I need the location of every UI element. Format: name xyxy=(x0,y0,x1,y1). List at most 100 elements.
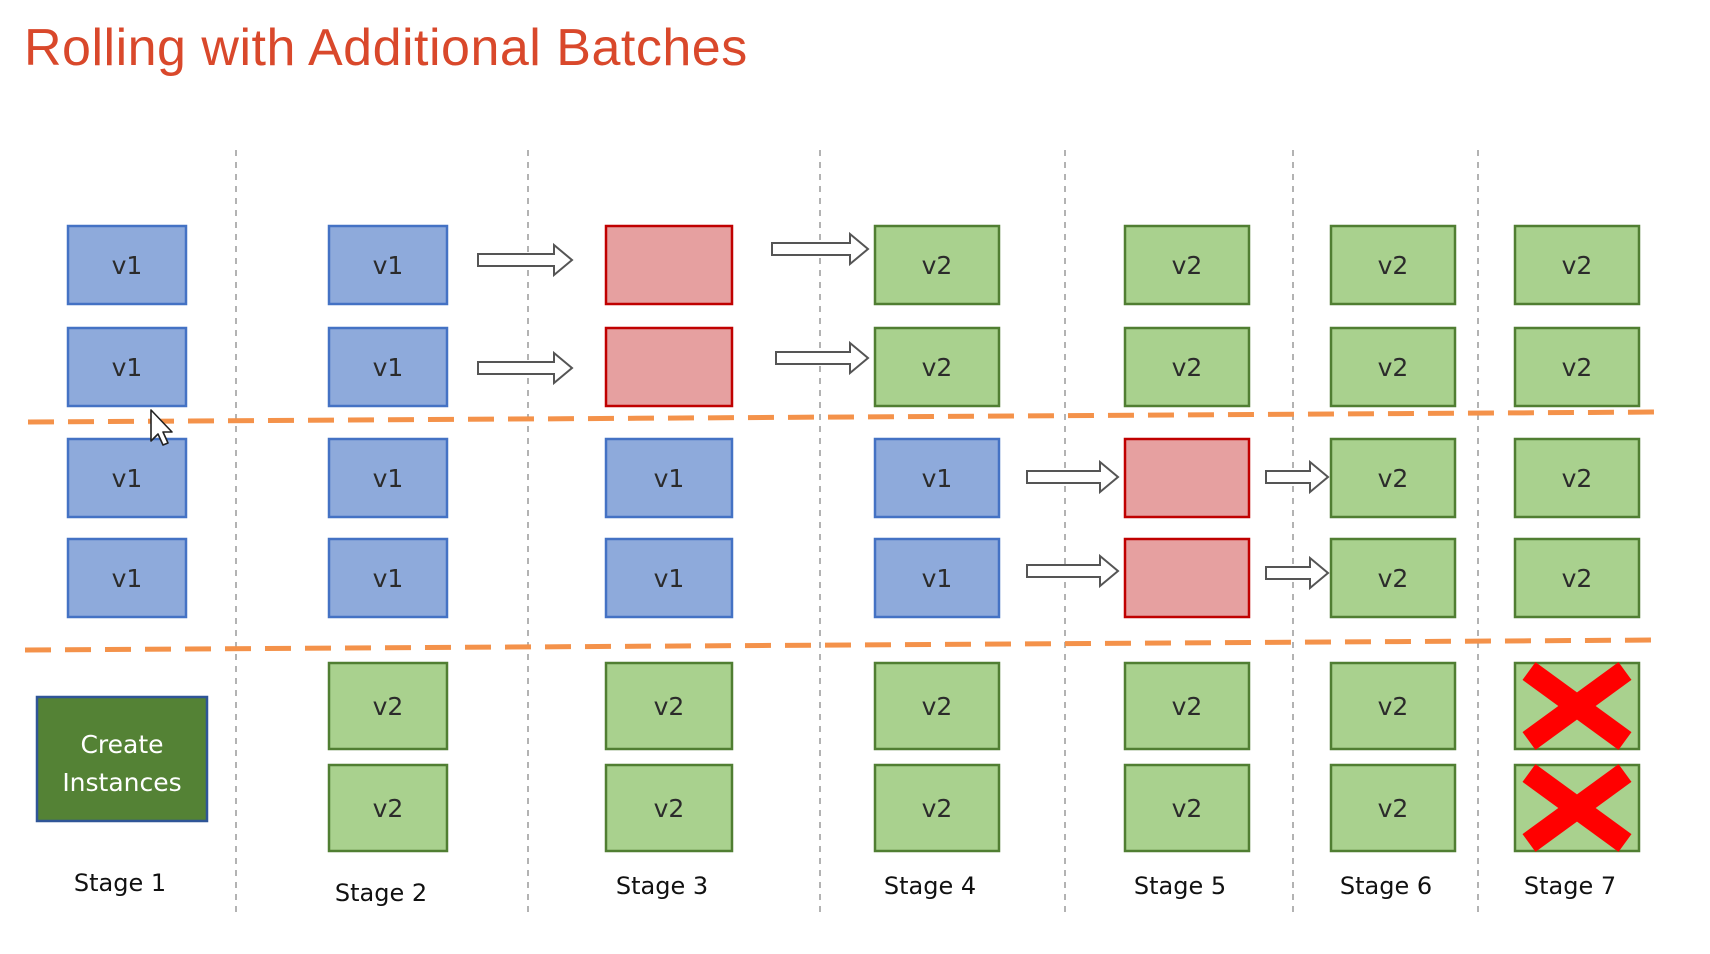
arrow-right-outline-icon xyxy=(1265,459,1330,495)
instance-updating xyxy=(1123,537,1251,619)
instance-v2: v2 xyxy=(1329,224,1457,306)
instance-v2: v2 xyxy=(1329,661,1457,751)
instance-terminated xyxy=(1513,661,1641,751)
instance-v2: v2 xyxy=(1329,437,1457,519)
cursor-icon xyxy=(150,409,173,446)
version-label: v1 xyxy=(654,464,685,493)
version-label: v2 xyxy=(1378,251,1409,280)
instance-v1: v1 xyxy=(66,326,188,408)
version-label: v2 xyxy=(1172,353,1203,382)
version-label: v2 xyxy=(922,794,953,823)
version-label: v2 xyxy=(922,692,953,721)
instance-v2: v2 xyxy=(604,661,734,751)
instance-terminated xyxy=(1513,763,1641,853)
instance-v1: v1 xyxy=(604,537,734,619)
version-label: v2 xyxy=(922,251,953,280)
version-label: v1 xyxy=(373,353,404,382)
version-label: v2 xyxy=(1378,564,1409,593)
instance-v2: v2 xyxy=(1329,537,1457,619)
version-label: v1 xyxy=(922,564,953,593)
batch-dividers xyxy=(24,409,1661,653)
batch-divider xyxy=(24,637,1661,653)
instance-v2: v2 xyxy=(327,763,449,853)
version-label: v2 xyxy=(1378,353,1409,382)
batch-divider xyxy=(27,409,1661,425)
arrow-right-outline-icon xyxy=(1026,553,1120,589)
instance-v1: v1 xyxy=(873,537,1001,619)
instance-v2: v2 xyxy=(1329,326,1457,408)
version-label: v2 xyxy=(1562,464,1593,493)
instance-v2: v2 xyxy=(1123,763,1251,853)
version-label: v2 xyxy=(1378,692,1409,721)
version-label: v1 xyxy=(373,251,404,280)
version-label: v2 xyxy=(373,794,404,823)
x-mark-icon xyxy=(1522,764,1632,852)
instance-v2: v2 xyxy=(1123,224,1251,306)
stage-dividers xyxy=(235,150,1479,915)
instance-v2: v2 xyxy=(1513,437,1641,519)
instance-v2: v2 xyxy=(1513,224,1641,306)
version-label: v2 xyxy=(1562,353,1593,382)
stage-label: Stage 6 xyxy=(1340,872,1432,900)
arrow-right-outline-icon xyxy=(775,340,870,376)
instance-v2: v2 xyxy=(1329,763,1457,853)
instance-v2: v2 xyxy=(873,326,1001,408)
version-label: v2 xyxy=(1172,794,1203,823)
instance-v1: v1 xyxy=(66,224,188,306)
version-label: v1 xyxy=(112,353,143,382)
instance-v2: v2 xyxy=(604,763,734,853)
version-label: v2 xyxy=(373,692,404,721)
instance-v1: v1 xyxy=(327,326,449,408)
version-label: v2 xyxy=(1378,794,1409,823)
arrow-right-outline-icon xyxy=(1265,555,1330,591)
instance-v2: v2 xyxy=(1123,326,1251,408)
version-label: v2 xyxy=(1562,251,1593,280)
version-label: v1 xyxy=(373,564,404,593)
version-label: v2 xyxy=(1172,692,1203,721)
transition-arrows xyxy=(477,231,1330,591)
instance-updating xyxy=(604,224,734,306)
version-label: v2 xyxy=(654,794,685,823)
version-label: v2 xyxy=(1172,251,1203,280)
instance-v1: v1 xyxy=(327,224,449,306)
instance-v2: v2 xyxy=(1513,326,1641,408)
instance-updating xyxy=(604,326,734,408)
arrow-right-outline-icon xyxy=(771,231,870,267)
instance-v1: v1 xyxy=(327,537,449,619)
version-label: v2 xyxy=(922,353,953,382)
instance-v1: v1 xyxy=(66,537,188,619)
stage-label: Stage 4 xyxy=(884,872,976,900)
instance-v1: v1 xyxy=(604,437,734,519)
version-label: v1 xyxy=(112,564,143,593)
version-label: v1 xyxy=(922,464,953,493)
version-label: v1 xyxy=(373,464,404,493)
instance-v1: v1 xyxy=(873,437,1001,519)
version-label: v1 xyxy=(112,464,143,493)
arrow-right-outline-icon xyxy=(1026,459,1120,495)
version-label: v2 xyxy=(1562,564,1593,593)
x-mark-icon xyxy=(1522,662,1632,750)
instance-v2: v2 xyxy=(1513,537,1641,619)
instance-v2: v2 xyxy=(873,763,1001,853)
instance-v2: v2 xyxy=(873,661,1001,751)
instance-updating xyxy=(1123,437,1251,519)
instance-v2: v2 xyxy=(327,661,449,751)
arrow-right-outline-icon xyxy=(477,242,574,278)
stage-label: Stage 3 xyxy=(616,872,708,900)
instance-v2: v2 xyxy=(873,224,1001,306)
instance-v1: v1 xyxy=(66,437,188,519)
stage-label: Stage 5 xyxy=(1134,872,1226,900)
stage-labels: Stage 1 Stage 2 Stage 3 Stage 4 Stage 5 Stage… xyxy=(74,869,1616,907)
version-label: v2 xyxy=(654,692,685,721)
stage-label: Stage 2 xyxy=(335,879,427,907)
stage-label: Stage 7 xyxy=(1524,872,1616,900)
version-label: v1 xyxy=(112,251,143,280)
instance-v2: v2 xyxy=(1123,661,1251,751)
instance-v1: v1 xyxy=(327,437,449,519)
arrow-right-outline-icon xyxy=(477,350,574,386)
stage-label: Stage 1 xyxy=(74,869,166,897)
